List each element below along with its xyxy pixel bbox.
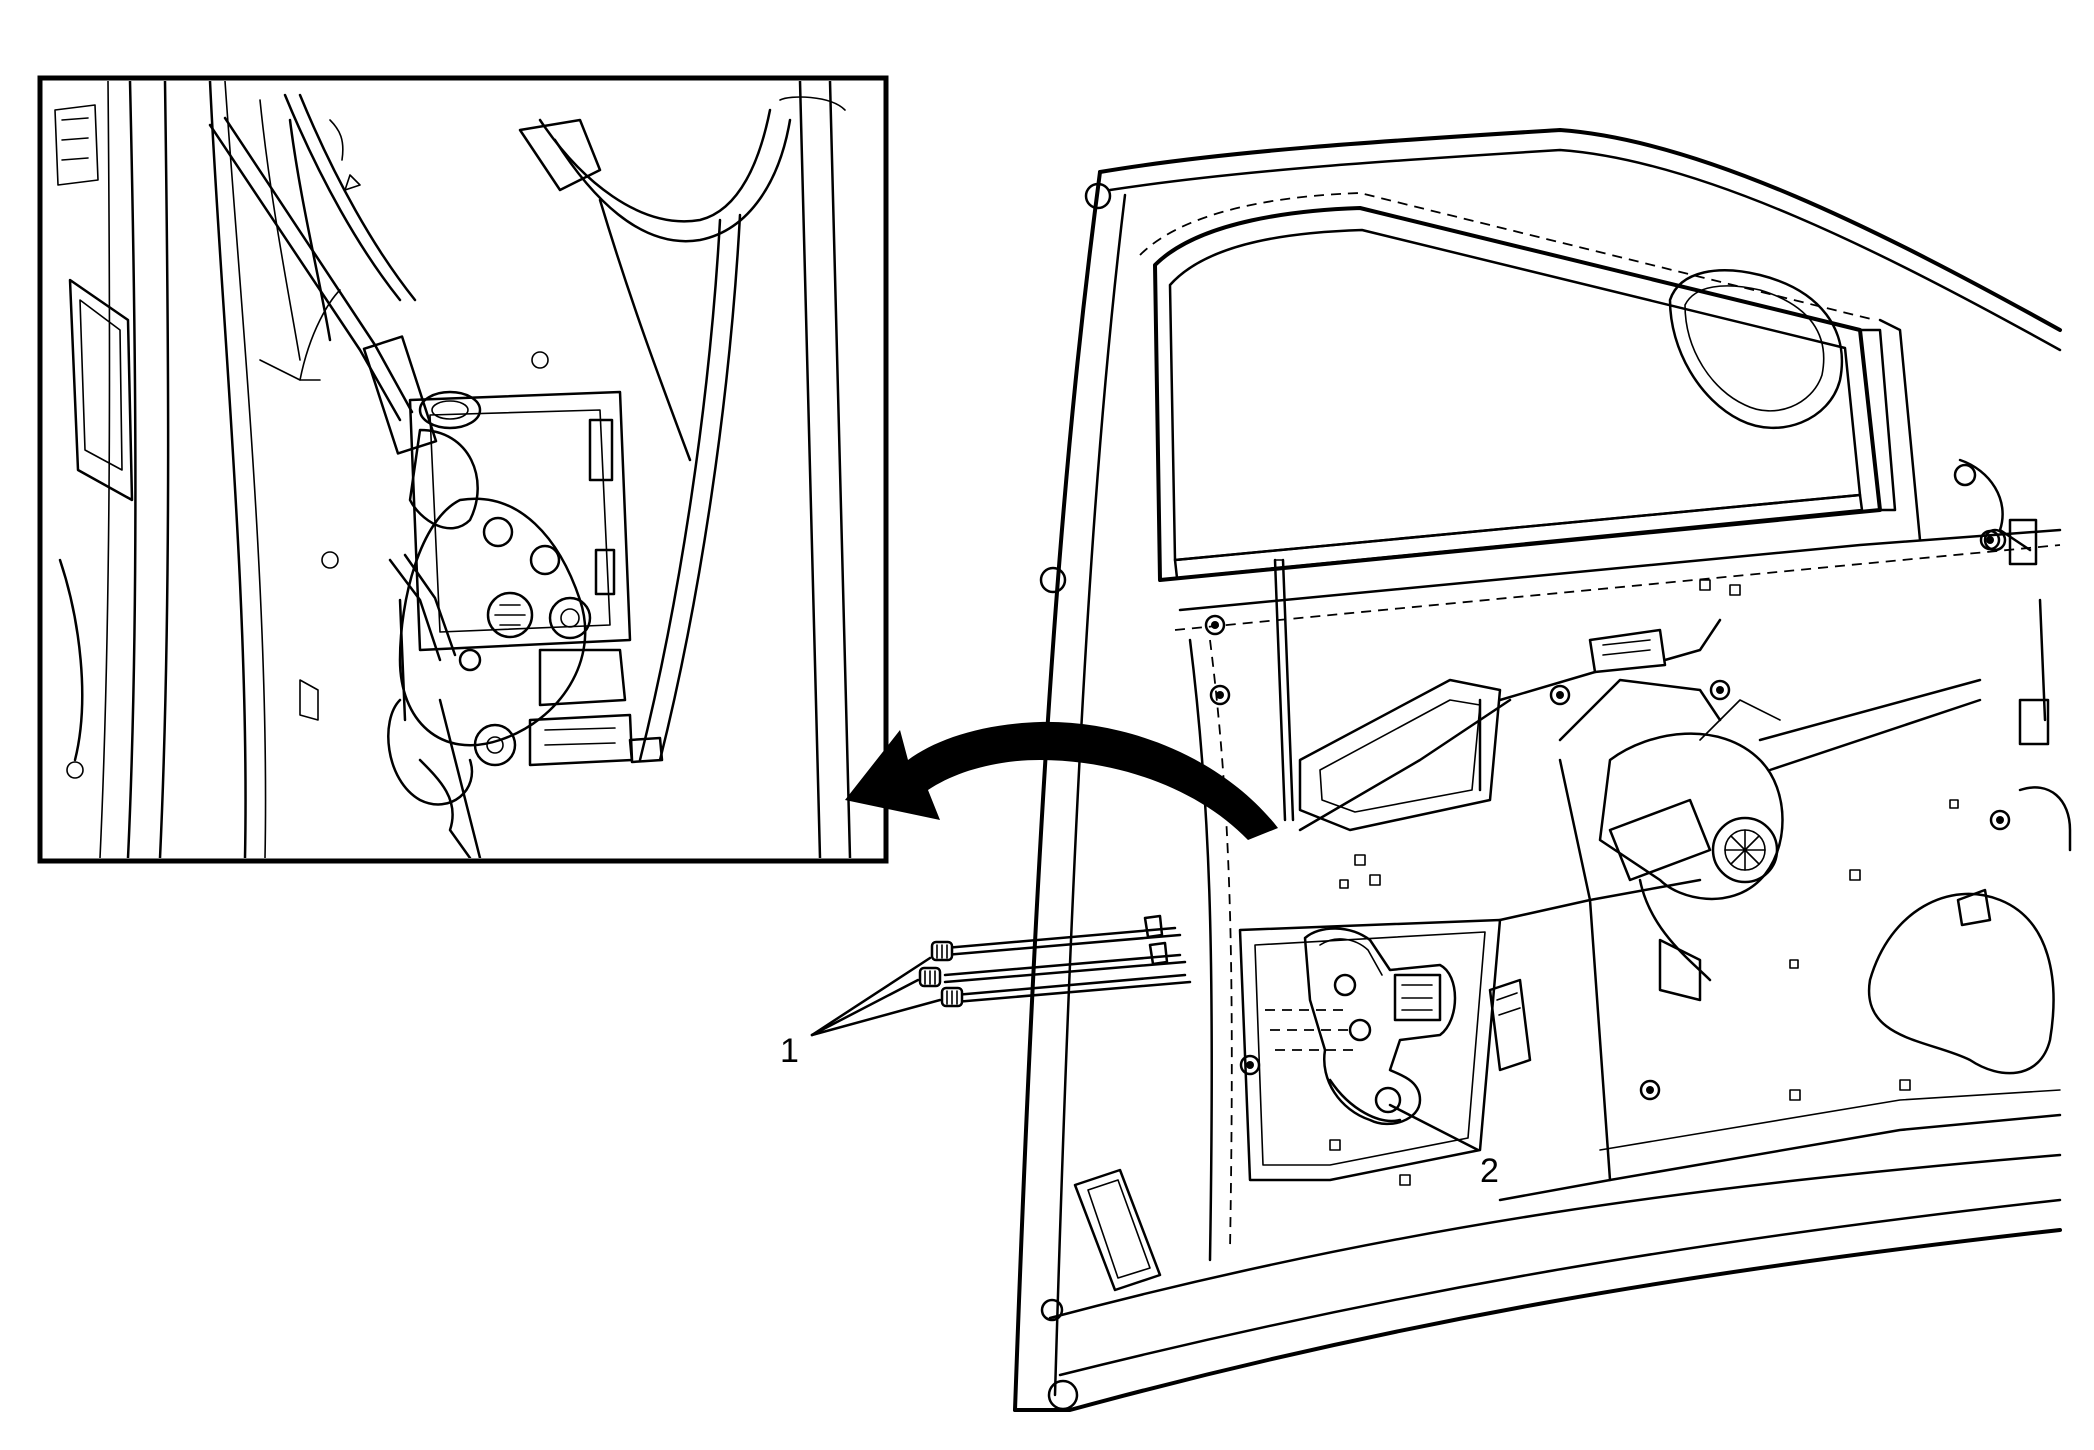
screw-1 [930, 940, 954, 962]
door-assembly [918, 128, 2072, 1412]
detail-inset [37, 75, 889, 864]
screw-3 [940, 986, 964, 1008]
callout-2-leader [1388, 1103, 1480, 1152]
screw-2 [918, 966, 942, 988]
callout-1-leader [810, 956, 942, 1037]
view-arrow [845, 721, 1278, 840]
lock-screws [918, 914, 1192, 1008]
panel-holes [1329, 579, 1959, 1186]
window-regulator-motor [1598, 678, 1982, 1002]
panel-fasteners [1204, 529, 2011, 1101]
door-lock-actuator [1303, 927, 1532, 1126]
callout-1-label: 1 [780, 1032, 799, 1070]
inset-frame [37, 75, 889, 864]
callout-2-label: 2 [1480, 1152, 1499, 1190]
